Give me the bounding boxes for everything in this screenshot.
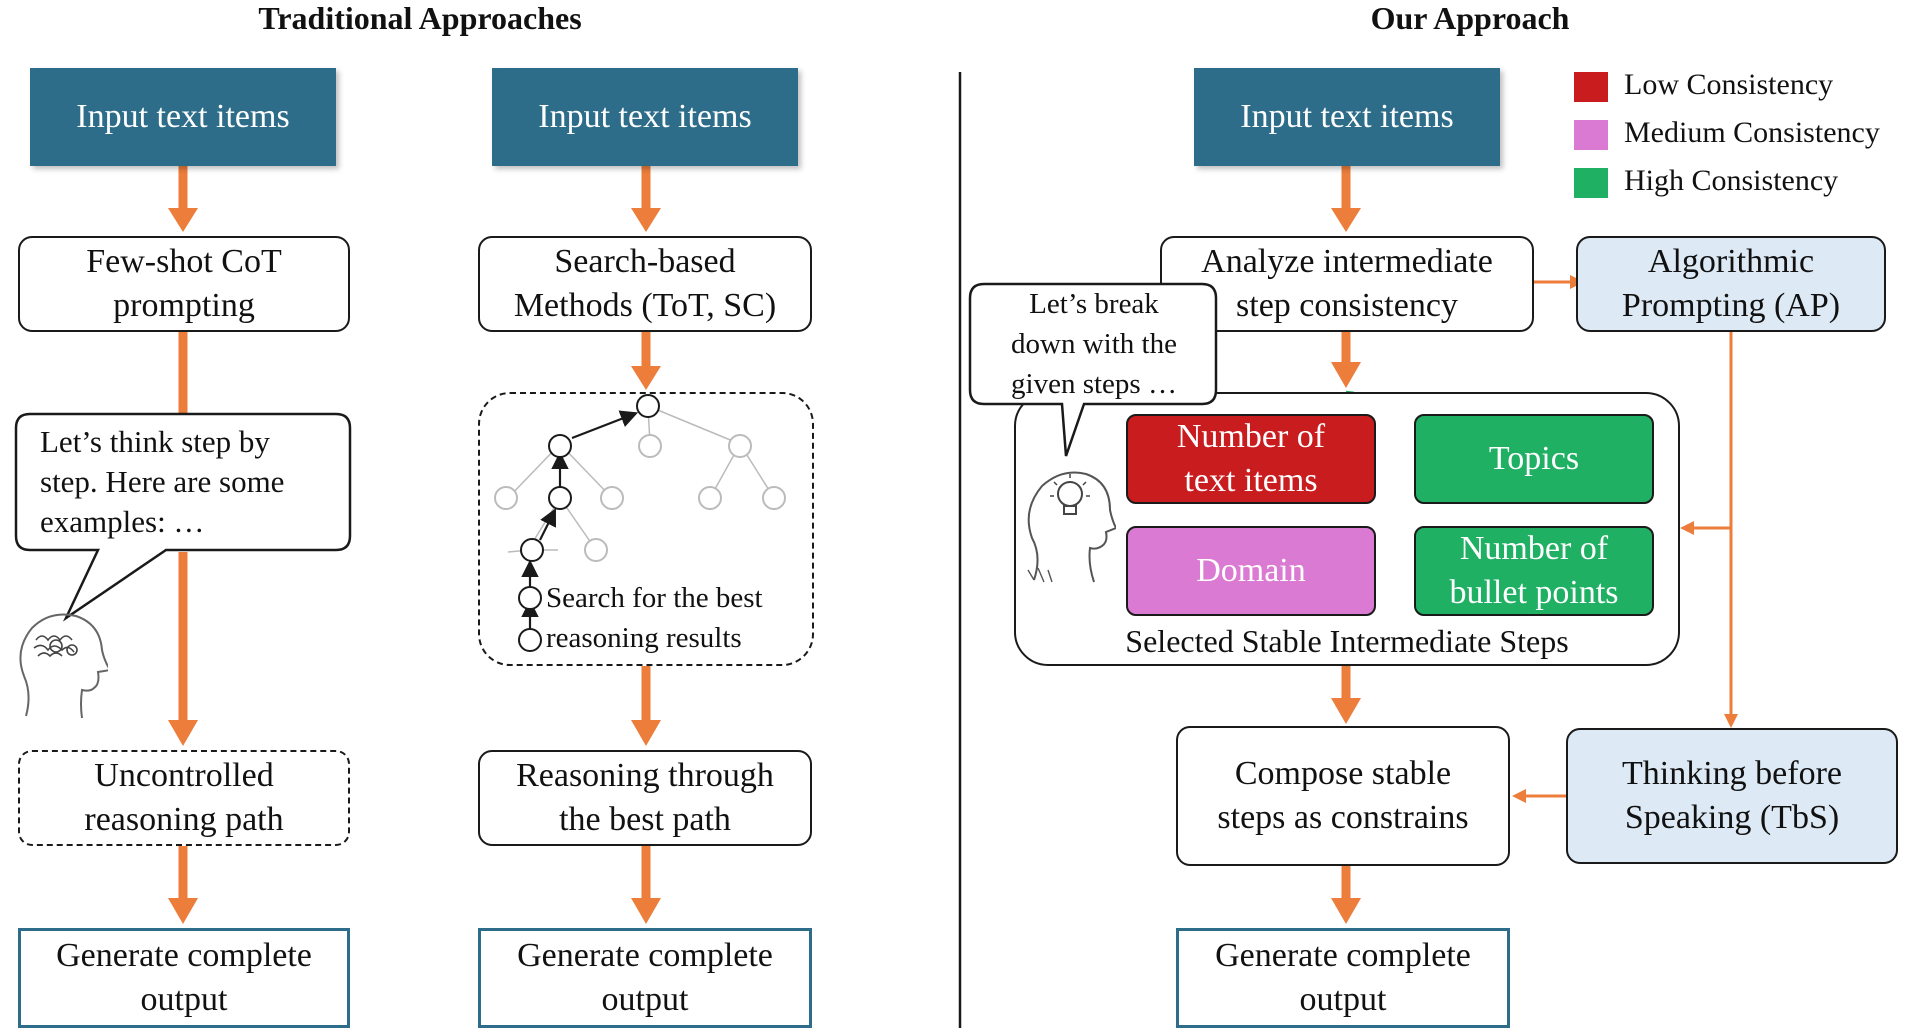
col2-input-box: Input text items	[492, 68, 798, 166]
legend-swatch-medium	[1574, 120, 1608, 150]
col1-input-box: Input text items	[30, 68, 336, 166]
col3-arrows	[1331, 166, 1738, 924]
legend-label-low: Low Consistency	[1624, 68, 1834, 101]
col2-arrows	[631, 166, 661, 924]
col3-input-box: Input text items	[1194, 68, 1500, 166]
compose-constraints-box: Compose stable steps as constrains	[1176, 726, 1510, 866]
col3-output-box: Generate complete output	[1176, 928, 1510, 1028]
step-number-of-bullet-points: Number of bullet points	[1414, 526, 1654, 616]
thinking-before-speaking-box: Thinking before Speaking (TbS)	[1566, 728, 1898, 864]
legend-swatch-high	[1574, 168, 1608, 198]
col1-few-shot-cot-box: Few-shot CoT prompting	[18, 236, 350, 332]
title-traditional: Traditional Approaches	[258, 0, 582, 36]
step-domain: Domain	[1126, 526, 1376, 616]
col3-speech-bubble	[968, 282, 1218, 457]
legend-swatch-low	[1574, 72, 1608, 102]
col1-arrows	[168, 166, 198, 924]
col2-best-path-box: Reasoning through the best path	[478, 750, 812, 846]
col2-output-box: Generate complete output	[478, 928, 812, 1028]
col1-speech-bubble	[14, 412, 352, 622]
legend-label-high: High Consistency	[1624, 164, 1839, 197]
algorithmic-prompting-box: Algorithmic Prompting (AP)	[1576, 236, 1886, 332]
step-topics: Topics	[1414, 414, 1654, 504]
col1-bubble-text: Let’s think step by step. Here are some …	[40, 424, 285, 539]
col1-uncontrolled-box: Uncontrolled reasoning path	[18, 750, 350, 846]
col1-output-box: Generate complete output	[18, 928, 350, 1028]
search-note: Search for the best reasoning results	[546, 582, 763, 654]
legend-label-medium: Medium Consistency	[1624, 116, 1880, 149]
analyze-consistency-box: Analyze intermediate step consistency	[1160, 236, 1534, 332]
stable-steps-label: Selected Stable Intermediate Steps	[1125, 623, 1569, 659]
lightbulb-head-icon	[1027, 471, 1116, 583]
search-tree-icon	[494, 394, 786, 652]
col2-search-methods-box: Search-based Methods (ToT, SC)	[478, 236, 812, 332]
title-our-approach: Our Approach	[1370, 0, 1570, 36]
head-icon	[19, 613, 108, 719]
step-number-of-text-items: Number of text items	[1126, 414, 1376, 504]
col3-bubble-text: Let’s break down with the given steps …	[1011, 288, 1177, 400]
